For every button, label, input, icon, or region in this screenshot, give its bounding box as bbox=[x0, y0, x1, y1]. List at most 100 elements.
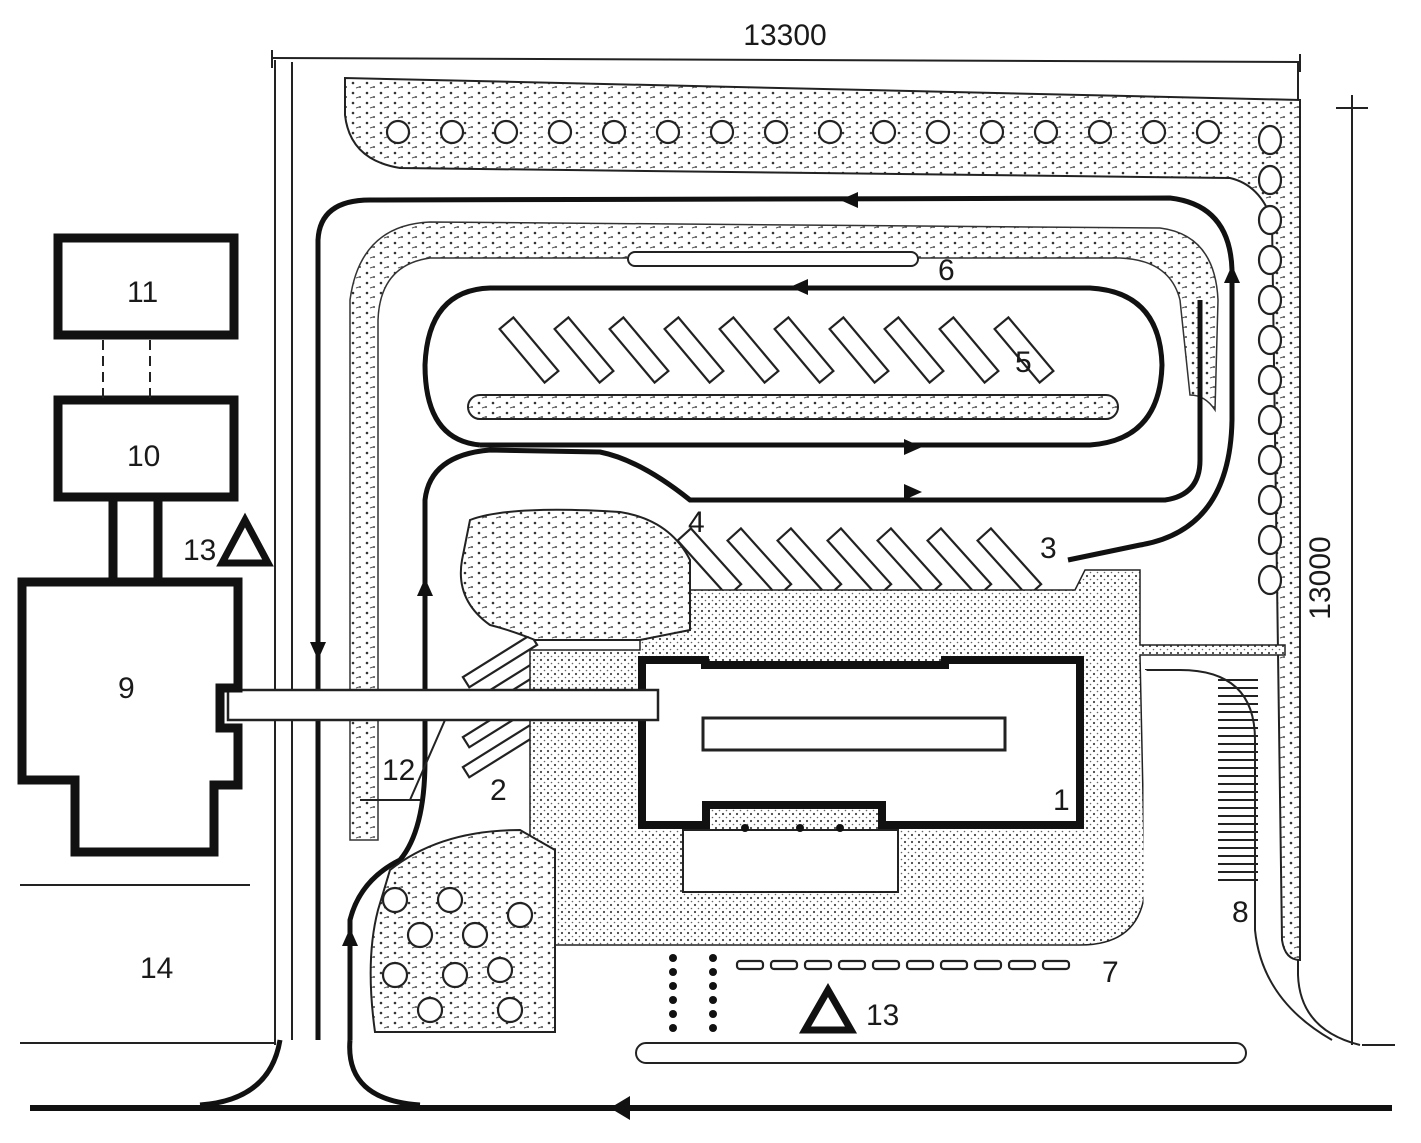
bay-icon bbox=[939, 959, 969, 971]
tree-icon bbox=[871, 119, 897, 145]
tree-icon bbox=[493, 119, 519, 145]
bus-icon bbox=[828, 315, 890, 385]
tree-icon bbox=[1257, 204, 1283, 236]
bus-icon bbox=[498, 315, 560, 385]
bus-bays-7 bbox=[735, 959, 1071, 971]
tree-icon bbox=[1257, 524, 1283, 556]
bus-icon bbox=[718, 315, 780, 385]
bus-icon bbox=[938, 315, 1000, 385]
tree-icon bbox=[486, 956, 514, 984]
crossing-dot-icon bbox=[669, 982, 677, 990]
dimension-width: 13300 bbox=[271, 19, 1301, 72]
arrow-icon bbox=[1224, 265, 1240, 283]
tree-icon bbox=[1257, 244, 1283, 276]
tree-icon bbox=[1257, 444, 1283, 476]
label-12: 12 bbox=[382, 754, 415, 787]
crossing-dot-icon bbox=[709, 968, 717, 976]
bay-icon bbox=[871, 959, 901, 971]
crossing-dot-icon bbox=[709, 1024, 717, 1032]
column-icon bbox=[741, 824, 749, 832]
crossing-dot-icon bbox=[709, 996, 717, 1004]
tree-icon bbox=[1257, 364, 1283, 396]
label-7: 7 bbox=[1102, 956, 1119, 989]
triangle-marker-icon bbox=[798, 982, 858, 1034]
label-13-west: 13 bbox=[183, 534, 216, 567]
car-park-8 bbox=[1143, 669, 1333, 1041]
flow-arrows bbox=[310, 192, 1240, 1120]
label-6: 6 bbox=[938, 254, 955, 287]
bay-icon bbox=[1041, 959, 1071, 971]
tree-icon bbox=[655, 119, 681, 145]
tree-icon bbox=[1141, 119, 1167, 145]
tree-icon bbox=[763, 119, 789, 145]
tree-icon bbox=[547, 119, 573, 145]
column-icon bbox=[836, 824, 844, 832]
station-building-1 bbox=[638, 656, 1084, 893]
bus-icon bbox=[608, 315, 670, 385]
pedestrian-bridge-12 bbox=[226, 688, 660, 801]
tree-icon bbox=[1257, 124, 1283, 156]
tree-icon bbox=[381, 961, 409, 989]
lawn-northwest bbox=[459, 508, 691, 641]
label-4: 4 bbox=[688, 506, 705, 539]
tree-icon bbox=[496, 996, 524, 1024]
tree-icon bbox=[1257, 404, 1283, 436]
crossing-dot-icon bbox=[669, 1024, 677, 1032]
arrow-icon bbox=[417, 578, 433, 596]
platform-bottom bbox=[635, 1042, 1247, 1064]
platform-island bbox=[467, 394, 1119, 420]
tree-icon bbox=[1257, 324, 1283, 356]
label-5: 5 bbox=[1015, 346, 1032, 379]
tree-icon bbox=[1033, 119, 1059, 145]
crossing-dot-icon bbox=[669, 996, 677, 1004]
building-9 bbox=[17, 577, 243, 857]
building-10 bbox=[53, 395, 239, 578]
crossing-dot-icon bbox=[709, 954, 717, 962]
triangle-marker-icon bbox=[216, 512, 274, 567]
dimension-height: 13000 bbox=[1304, 95, 1368, 1045]
tree-icon bbox=[381, 886, 409, 914]
bay-icon bbox=[837, 959, 867, 971]
label-1: 1 bbox=[1053, 784, 1070, 817]
bay-icon bbox=[973, 959, 1003, 971]
label-13-south: 13 bbox=[866, 999, 899, 1032]
tree-icon bbox=[441, 961, 469, 989]
arrow-icon bbox=[904, 439, 922, 455]
tree-icon bbox=[406, 921, 434, 949]
tree-icon bbox=[1257, 164, 1283, 196]
label-9: 9 bbox=[118, 672, 135, 705]
tree-icon bbox=[1257, 564, 1283, 596]
arrow-icon bbox=[610, 1096, 630, 1120]
arrow-icon bbox=[790, 279, 808, 295]
crossing-dot-icon bbox=[669, 968, 677, 976]
platform-6 bbox=[627, 251, 919, 267]
bay-icon bbox=[905, 959, 935, 971]
tree-icon bbox=[436, 886, 464, 914]
tree-icon bbox=[925, 119, 951, 145]
tree-icon bbox=[461, 921, 489, 949]
label-2: 2 bbox=[490, 774, 507, 807]
crossing-dot-icon bbox=[709, 1010, 717, 1018]
tree-icon bbox=[1087, 119, 1113, 145]
lawn-southwest bbox=[369, 828, 556, 1033]
bus-icon bbox=[883, 315, 945, 385]
crossing-dot-icon bbox=[669, 1010, 677, 1018]
tree-icon bbox=[979, 119, 1005, 145]
bus-icon bbox=[663, 315, 725, 385]
crossing-dot-icon bbox=[669, 954, 677, 962]
bus-icon bbox=[993, 315, 1055, 385]
dimension-height-label: 13000 bbox=[1304, 536, 1337, 619]
label-10: 10 bbox=[127, 440, 160, 473]
circulation-road bbox=[199, 195, 1235, 1108]
arrow-icon bbox=[342, 928, 358, 946]
arrow-icon bbox=[904, 484, 922, 500]
pedestrian-crossing bbox=[669, 954, 717, 1032]
tree-icon bbox=[817, 119, 843, 145]
column-icon bbox=[796, 824, 804, 832]
tree-icon bbox=[1195, 119, 1221, 145]
bus-bays-5 bbox=[498, 315, 1055, 385]
bay-icon bbox=[769, 959, 799, 971]
label-11: 11 bbox=[127, 276, 158, 309]
tree-icon bbox=[416, 996, 444, 1024]
